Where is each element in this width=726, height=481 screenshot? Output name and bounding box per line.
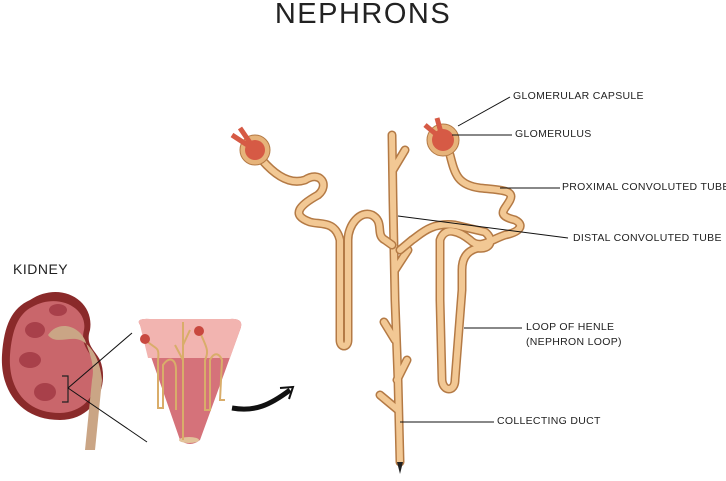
zoom-line-bottom [67, 387, 148, 443]
label-proximal-convoluted-tube: PROXIMAL CONVOLUTED TUBE [562, 181, 726, 193]
diagram-title: NEPHRONS [274, 0, 452, 30]
kidney-illustration [1, 291, 104, 450]
label-collecting-duct: COLLECTING DUCT [497, 415, 601, 427]
arrow-icon [231, 387, 292, 412]
leader-distal [397, 215, 569, 239]
kidney-label: KIDNEY [13, 261, 69, 277]
label-loop-of-henle: LOOP OF HENLE [526, 321, 615, 333]
right-nephron [395, 117, 525, 394]
label-glomerular-capsule: GLOMERULAR CAPSULE [513, 90, 644, 102]
zoom-line-top [67, 332, 133, 389]
label-nephron-loop: (NEPHRON LOOP) [526, 336, 622, 348]
label-glomerulus: GLOMERULUS [515, 128, 592, 140]
collecting-duct [375, 130, 413, 474]
left-nephron [230, 126, 397, 351]
label-distal-convoluted-tube: DISTAL CONVOLUTED TUBE [573, 232, 722, 244]
renal-pyramid [138, 318, 242, 444]
leader-glomerular-capsule [457, 96, 511, 127]
